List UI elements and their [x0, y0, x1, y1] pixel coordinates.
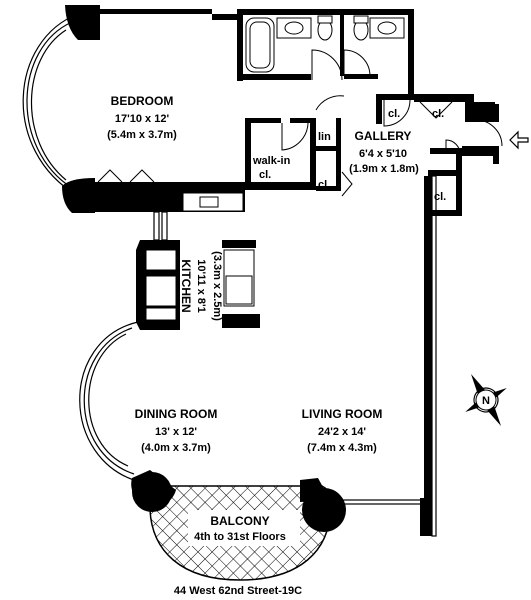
- linen-closet: [315, 95, 353, 197]
- balcony-area: [146, 478, 432, 581]
- bedroom-dim-metric: (5.4m x 3.7m): [107, 129, 177, 141]
- living-room-dim-metric: (7.4m x 4.3m): [307, 442, 377, 454]
- gallery-closet-right-label: cl.: [432, 108, 444, 120]
- gallery-name: GALLERY: [355, 129, 412, 143]
- hall-closet-label: cl.: [318, 179, 330, 191]
- walkin-closet-label-2: cl.: [259, 169, 271, 181]
- compass-north-label: N: [482, 395, 490, 407]
- gallery-walls: [376, 94, 503, 216]
- dining-room-dim-imperial: 13' x 12': [155, 426, 197, 438]
- kitchen-dim-metric: (3.3m x 2.5m): [211, 251, 223, 321]
- living-room-dim-imperial: 24'2 x 14': [318, 426, 366, 438]
- compass-icon: [465, 374, 507, 426]
- living-room-name: LIVING ROOM: [302, 407, 383, 421]
- bedroom-closet-label: cl.: [114, 190, 126, 202]
- gallery-dim-imperial: 6'4 x 5'10: [359, 148, 407, 160]
- balcony-note: 4th to 31st Floors: [194, 531, 286, 543]
- address-label: 44 West 62nd Street-19C: [174, 585, 302, 597]
- linen-closet-label: lin: [318, 131, 331, 143]
- gallery-dim-metric: (1.9m x 1.8m): [349, 163, 419, 175]
- counter-left: [145, 275, 177, 307]
- entry-arrow-icon: [509, 130, 529, 150]
- bedroom-lower-walls: [95, 118, 316, 212]
- bedroom-name: BEDROOM: [111, 94, 174, 108]
- range-left: [145, 249, 177, 271]
- kitchen-fixtures: [136, 211, 260, 330]
- bedroom-bay-window: [22, 5, 100, 213]
- kitchen-dim-imperial: 10'11 x 8'1: [195, 259, 207, 313]
- kitchen-name: KITCHEN: [179, 259, 193, 312]
- bedroom-dim-imperial: 17'10 x 12': [115, 113, 170, 125]
- dining-room-name: DINING ROOM: [135, 407, 218, 421]
- gallery-closet-left-label: cl.: [388, 108, 400, 120]
- walkin-closet-label-1: walk-in: [252, 155, 291, 167]
- bathrooms: [245, 15, 405, 81]
- entry-closet-label: cl.: [434, 191, 446, 203]
- balcony-name: BALCONY: [210, 514, 269, 528]
- living-room-east-wall: [424, 175, 437, 537]
- dining-room-dim-metric: (4.0m x 3.7m): [141, 442, 211, 454]
- upper-walls: [100, 9, 414, 94]
